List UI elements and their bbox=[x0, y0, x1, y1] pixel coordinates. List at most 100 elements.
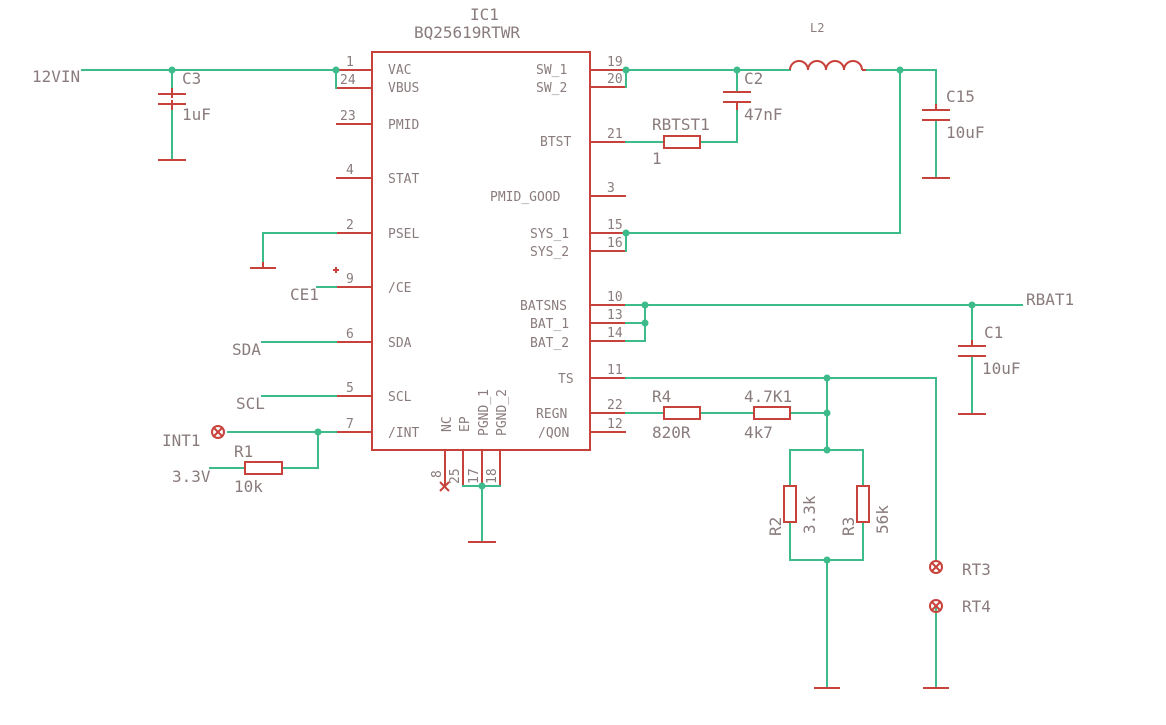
resistor-4-7k1: 4.7K1 4k7 bbox=[744, 387, 792, 442]
rbtst1-value: 1 bbox=[652, 149, 662, 168]
net-int1: INT1 bbox=[162, 431, 201, 450]
pin-number: 24 bbox=[340, 73, 356, 88]
c1-value: 10uF bbox=[982, 359, 1021, 378]
pin-number: 2 bbox=[346, 218, 354, 233]
ic-left-pins: 1 VAC 24 VBUS 23 PMID 4 STAT 2 PSEL 9 /C… bbox=[336, 55, 419, 441]
r1-value: 10k bbox=[234, 477, 263, 496]
pin-name: BAT_2 bbox=[530, 336, 569, 351]
net-rt3: RT3 bbox=[962, 560, 991, 579]
pin-name: SW_1 bbox=[536, 63, 567, 78]
r4-value: 820R bbox=[652, 423, 691, 442]
c15-ref: C15 bbox=[946, 87, 975, 106]
testpoint-rt3 bbox=[929, 560, 943, 574]
pin-name: SYS_2 bbox=[530, 245, 569, 260]
testpoint-rt4 bbox=[929, 599, 943, 613]
pin-name: PGND_2 bbox=[495, 389, 510, 436]
pin-name: /INT bbox=[388, 426, 419, 441]
resistor-rbtst1: RBTST1 1 bbox=[652, 115, 710, 168]
pin-name: REGN bbox=[536, 407, 567, 422]
pin-name: VBUS bbox=[388, 81, 419, 96]
ic-bottom-pins: NC EP PGND_1 PGND_2 8 25 17 18 bbox=[430, 389, 510, 492]
ic-part: BQ25619RTWR bbox=[414, 23, 520, 42]
pin-number: 1 bbox=[346, 55, 354, 70]
r47k1-value: 4k7 bbox=[744, 423, 773, 442]
c3-value: 1uF bbox=[182, 105, 211, 124]
pin-number: 11 bbox=[607, 363, 623, 378]
pin-number: 10 bbox=[607, 290, 623, 305]
pin-name: /QON bbox=[538, 426, 569, 441]
pin-number: 22 bbox=[607, 398, 623, 413]
r2-ref: R2 bbox=[766, 517, 785, 536]
net-3v3: 3.3V bbox=[172, 467, 211, 486]
c2-ref: C2 bbox=[744, 69, 763, 88]
rbtst1-ref: RBTST1 bbox=[652, 115, 710, 134]
pin-name: PSEL bbox=[388, 227, 419, 242]
pin-name: SW_2 bbox=[536, 81, 567, 96]
pin-name: NC bbox=[440, 416, 455, 432]
pin-number: 23 bbox=[340, 109, 356, 124]
c1-ref: C1 bbox=[984, 323, 1003, 342]
capacitor-c15: C15 10uF bbox=[922, 87, 985, 179]
pin-number: 21 bbox=[607, 127, 623, 142]
pin-name: SCL bbox=[388, 390, 412, 405]
c15-value: 10uF bbox=[946, 123, 985, 142]
pin-number: 8 bbox=[430, 470, 445, 478]
pin-name: PMID bbox=[388, 118, 419, 133]
pin-name: STAT bbox=[388, 172, 419, 187]
net-12vin: 12VIN bbox=[32, 67, 80, 86]
pin-name: SYS_1 bbox=[530, 227, 569, 242]
net-rbat1: RBAT1 bbox=[1026, 290, 1074, 309]
resistor-r3: R3 56k bbox=[839, 485, 892, 536]
pin-name: VAC bbox=[388, 63, 411, 78]
origin-marks bbox=[333, 267, 339, 273]
pin-number: 14 bbox=[607, 326, 623, 341]
resistor-r4: R4 820R bbox=[652, 387, 701, 442]
pin-number: 16 bbox=[607, 236, 623, 251]
pin-name: PMID_GOOD bbox=[490, 190, 561, 205]
testpoint-int1 bbox=[211, 425, 225, 439]
ground-symbols bbox=[250, 262, 949, 689]
r47k1-ref: 4.7K1 bbox=[744, 387, 792, 406]
pin-name: SDA bbox=[388, 336, 412, 351]
capacitor-c2: C2 47nF bbox=[723, 69, 783, 124]
ic-right-pins: 19 SW_1 20 SW_2 21 BTST 3 PMID_GOOD 15 S… bbox=[490, 55, 626, 441]
net-sda: SDA bbox=[232, 340, 261, 359]
ic-bq25619: IC1 BQ25619RTWR 1 VAC 24 VBUS 23 PMID 4 … bbox=[336, 5, 626, 492]
r4-ref: R4 bbox=[652, 387, 671, 406]
resistor-r1: R1 10k bbox=[234, 442, 283, 496]
pin-name: /CE bbox=[388, 281, 411, 296]
pin-number: 6 bbox=[346, 327, 354, 342]
ic-ref: IC1 bbox=[470, 5, 499, 24]
pin-number: 9 bbox=[346, 272, 354, 287]
pin-number: 5 bbox=[346, 381, 354, 396]
net-labels: 12VIN CE1 SDA SCL INT1 3.3V RBAT1 RT3 RT… bbox=[32, 67, 1074, 616]
resistor-r2: R2 3.3k bbox=[766, 485, 819, 536]
pin-number: 12 bbox=[607, 417, 623, 432]
pin-number: 18 bbox=[485, 468, 500, 484]
pin-number: 20 bbox=[607, 72, 623, 87]
r3-value: 56k bbox=[873, 505, 892, 534]
pin-name: PGND_1 bbox=[477, 389, 492, 436]
pin-name: EP bbox=[458, 416, 473, 432]
pin-number: 19 bbox=[607, 55, 623, 70]
c2-value: 47nF bbox=[744, 105, 783, 124]
capacitor-c3: C3 1uF bbox=[158, 69, 211, 161]
pin-number: 4 bbox=[346, 163, 354, 178]
net-rt4: RT4 bbox=[962, 597, 991, 616]
l2-ref: L2 bbox=[810, 21, 824, 35]
wires bbox=[81, 69, 1023, 687]
r2-value: 3.3k bbox=[800, 495, 819, 534]
junctions bbox=[168, 66, 976, 564]
net-scl: SCL bbox=[236, 394, 265, 413]
pin-name: BAT_1 bbox=[530, 317, 569, 332]
pin-name: TS bbox=[558, 372, 574, 387]
pin-number: 3 bbox=[607, 181, 615, 196]
pin-number: 7 bbox=[346, 417, 354, 432]
capacitor-c1: C1 10uF bbox=[958, 323, 1021, 415]
c3-ref: C3 bbox=[182, 69, 201, 88]
pin-name: BATSNS bbox=[520, 299, 567, 314]
r3-ref: R3 bbox=[839, 517, 858, 536]
pin-name: BTST bbox=[540, 135, 571, 150]
pin-number: 13 bbox=[607, 308, 623, 323]
